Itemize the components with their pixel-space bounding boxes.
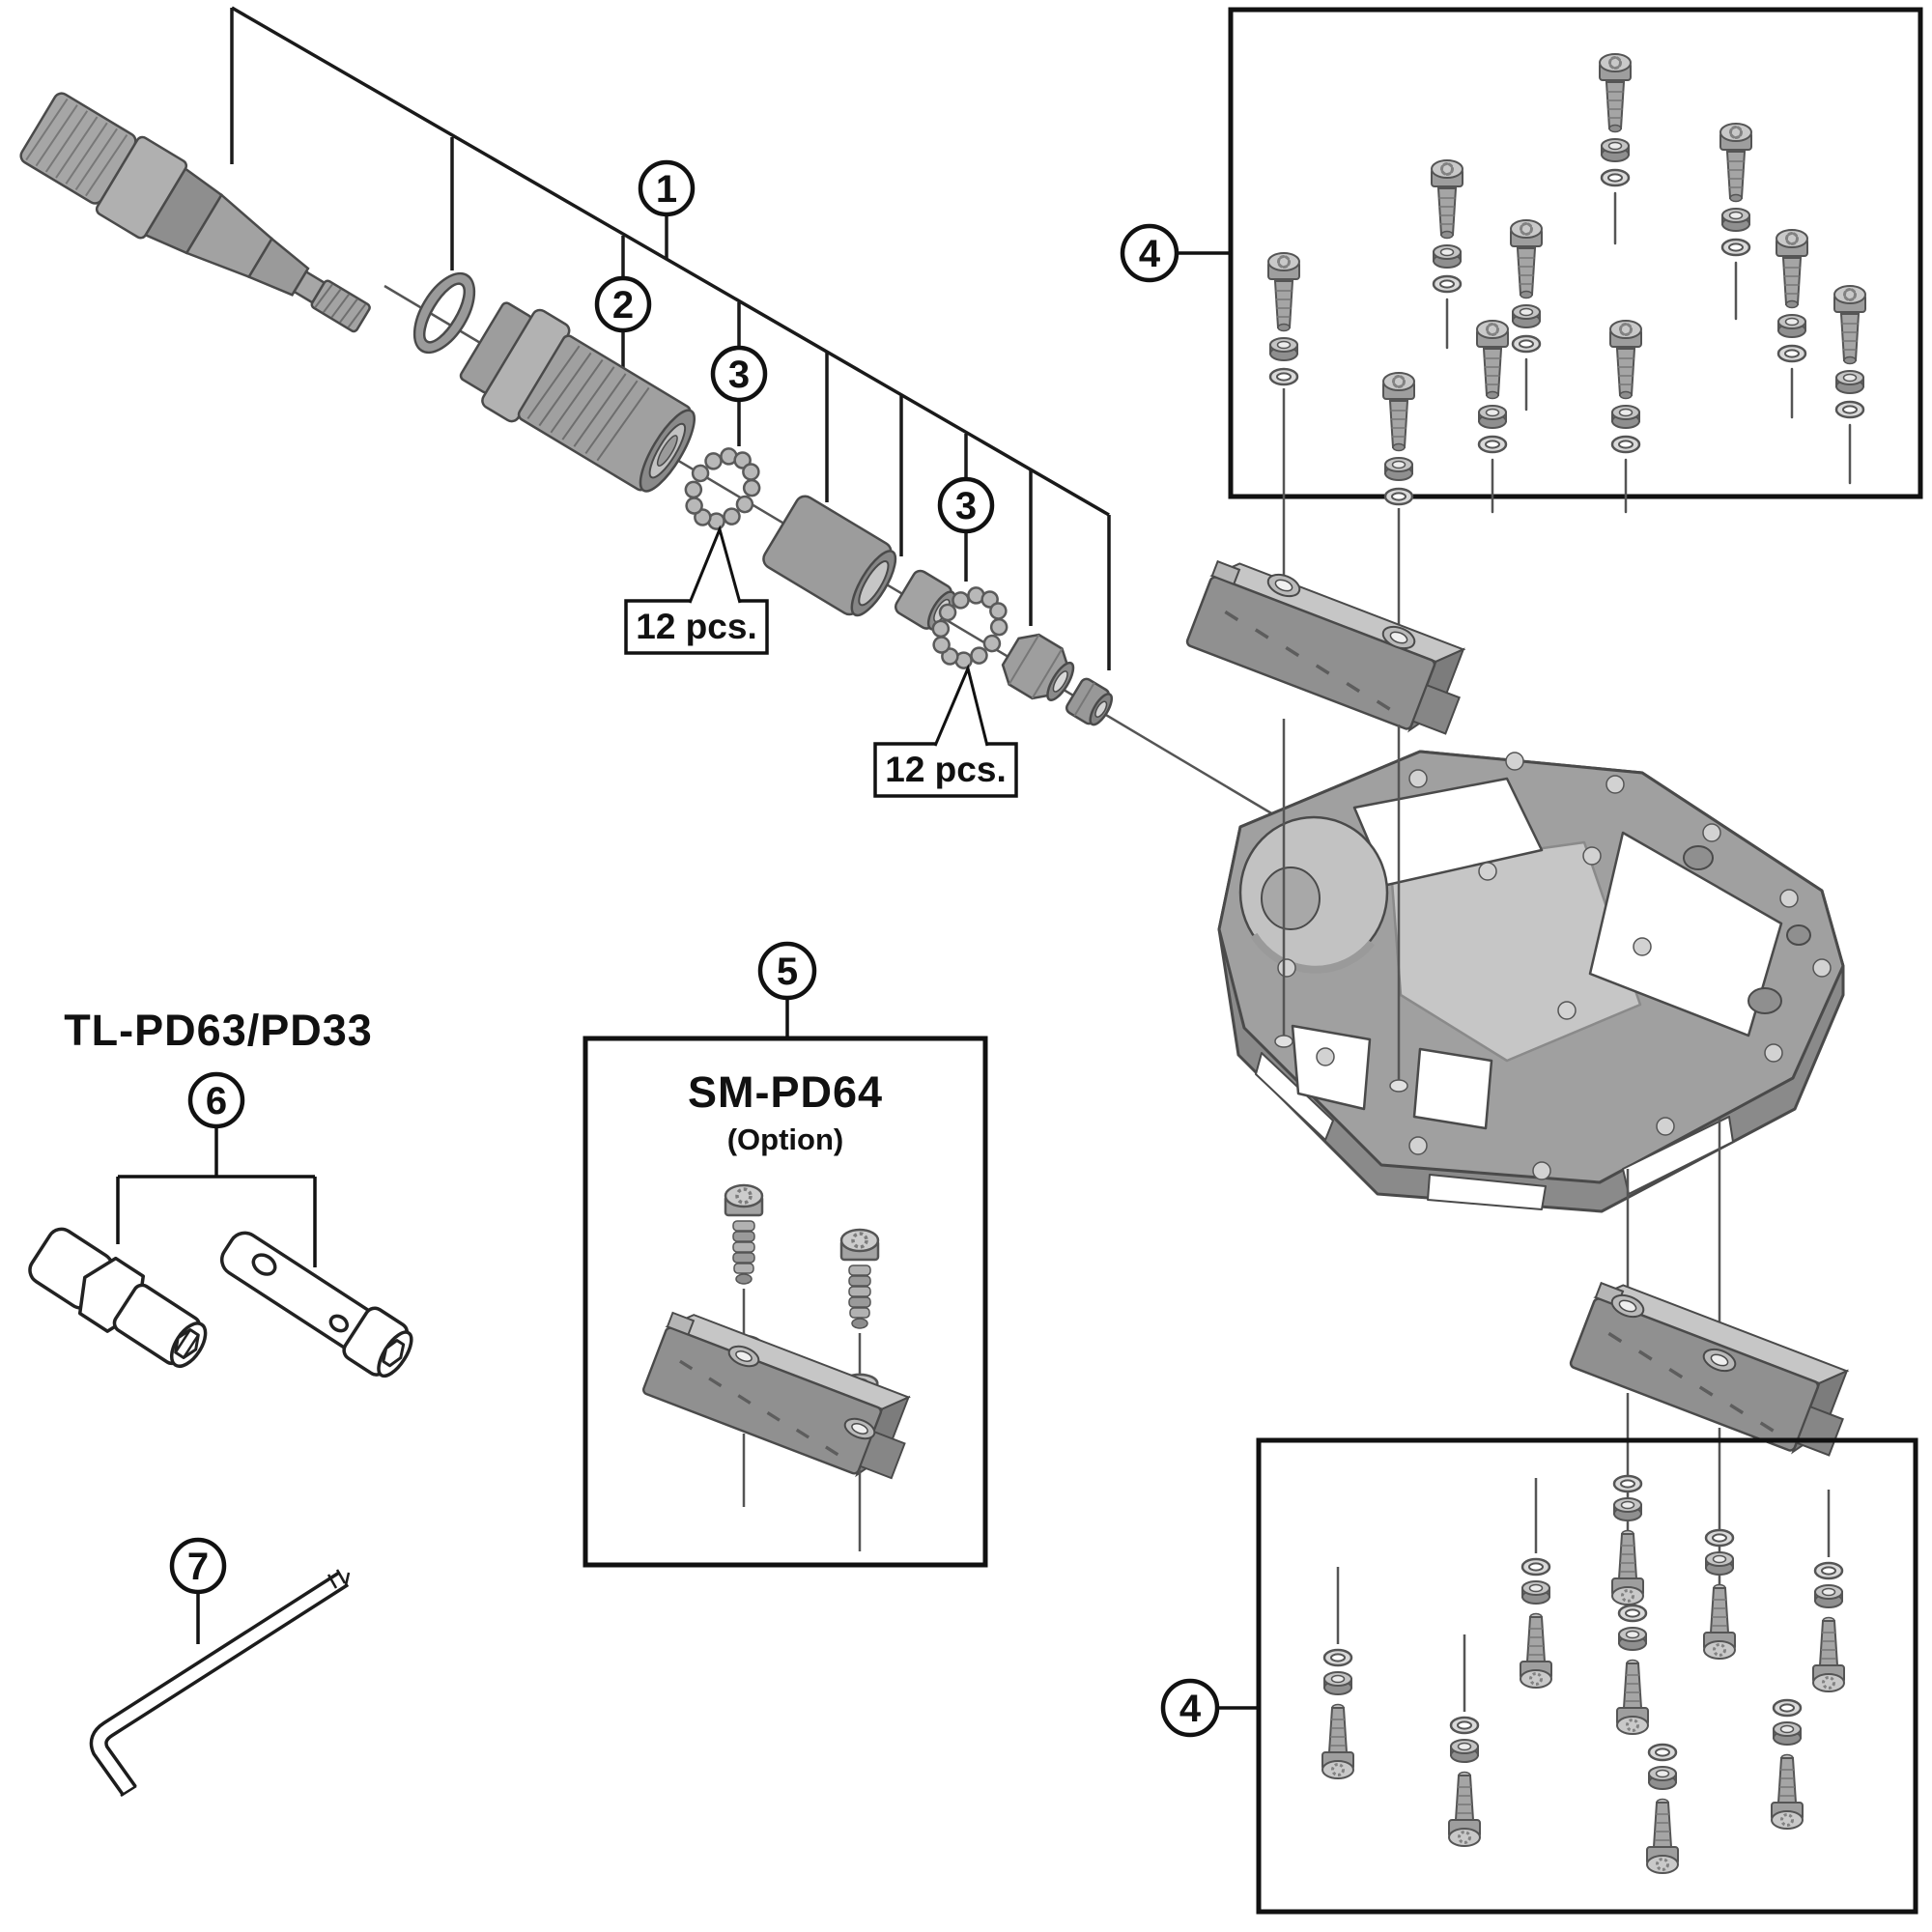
- pedal-body: [1217, 750, 1845, 1213]
- axle-unit-body: [459, 301, 696, 493]
- callout-3b-number: 3: [955, 485, 977, 527]
- o-ring-seal: [412, 271, 476, 355]
- hex-wrench: [89, 1569, 351, 1798]
- callout-7: 7: [169, 1537, 227, 1644]
- quantity-label-1: 12 pcs.: [624, 525, 769, 655]
- tube-wrench-tool: [219, 1231, 413, 1378]
- pedal-pin-screw-heads: [1277, 752, 1832, 1180]
- pin-leader-lines-on-pedal: [1282, 719, 1401, 1086]
- pedal-axle: [19, 92, 371, 333]
- callout-6: 6: [187, 1071, 245, 1129]
- callout-3b: 3: [937, 476, 995, 534]
- option-kit-contents: [640, 1183, 923, 1551]
- option-kit-subtitle: (Option): [727, 1122, 844, 1156]
- tools-bracket: [116, 1126, 317, 1267]
- pedal-plate-top: [1183, 554, 1478, 745]
- bearing-cone: [894, 569, 956, 631]
- option-kit-box: [582, 998, 988, 1568]
- pedal-pin-hole-2: [1389, 1079, 1408, 1093]
- tools-title: TL-PD63/PD33: [64, 1006, 373, 1055]
- callout-5: 5: [757, 941, 817, 1001]
- callout-4b: 4: [1160, 1678, 1220, 1738]
- pin-leader-lines-bottom-upper: [1626, 1119, 1721, 1358]
- bearing-sleeve: [762, 495, 897, 617]
- callout-4a: 4: [1120, 223, 1179, 283]
- pedal-pin-hole-1: [1274, 1035, 1293, 1048]
- option-kit-title: SM-PD64: [688, 1067, 883, 1117]
- quantity-label-2-text: 12 pcs.: [885, 750, 1006, 789]
- callout-3a-number: 3: [728, 354, 750, 396]
- pin-assemblies-top: [1268, 54, 1865, 514]
- callout-2: 2: [594, 275, 652, 333]
- callout-4b-number: 4: [1179, 1688, 1202, 1730]
- callout-1: 1: [638, 159, 696, 217]
- callout-4a-number: 4: [1139, 233, 1161, 275]
- quantity-label-1-text: 12 pcs.: [636, 607, 756, 646]
- callout-1-number: 1: [656, 168, 677, 211]
- callout-2-number: 2: [612, 284, 634, 327]
- callout-5-number: 5: [777, 951, 798, 993]
- quantity-label-2: 12 pcs.: [873, 664, 1018, 798]
- pedal-plate-bottom-holes: [1610, 1293, 1737, 1373]
- pin-set-box-bottom: [1218, 1437, 1918, 1915]
- steel-ball-ring-1: [668, 433, 777, 545]
- pin-assemblies-bottom: [1322, 1476, 1844, 1873]
- callout-3a: 3: [710, 345, 768, 403]
- cap-nut: [1065, 677, 1114, 726]
- callout-7-number: 7: [187, 1546, 209, 1588]
- callout-6-number: 6: [206, 1080, 227, 1122]
- pedal-plate-top-holes: [1266, 573, 1416, 650]
- socket-adapter-tool: [28, 1227, 208, 1368]
- lock-nut: [1001, 633, 1075, 702]
- leader-lines: [230, 6, 1111, 670]
